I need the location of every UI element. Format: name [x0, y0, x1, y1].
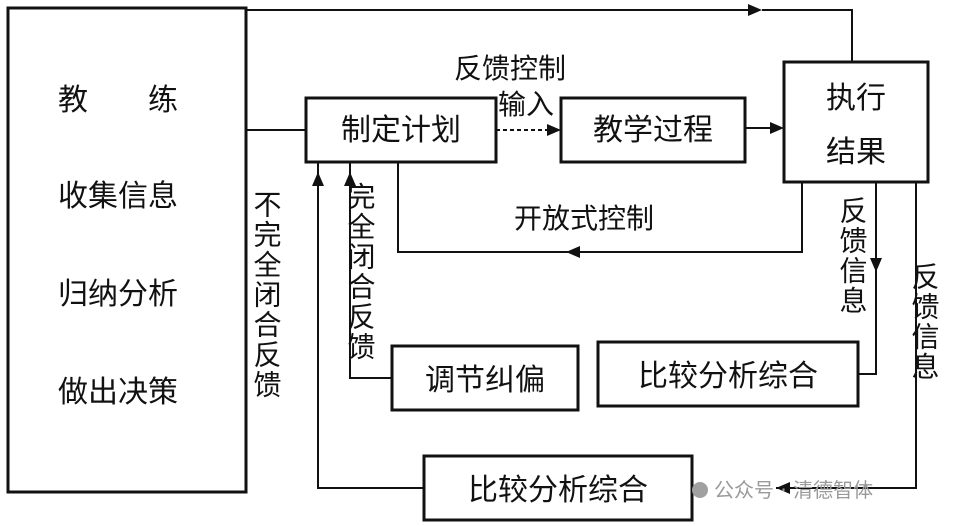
coach-label: 教 练	[58, 83, 178, 118]
process-to-result-arrow	[770, 122, 784, 134]
coach-step-collect: 收集信息	[58, 179, 178, 214]
connectors	[127, 4, 917, 494]
outer-feedback-info-label: 反馈信息	[908, 262, 941, 382]
inner-feedback-line	[858, 182, 877, 375]
incomplete-closed-label: 不完全闭合反馈	[250, 190, 283, 400]
compare-outer-box	[422, 454, 694, 522]
open-control-loop	[397, 162, 803, 253]
incomplete-closed-loop	[317, 162, 424, 489]
inner-feedback-arrow	[870, 258, 882, 272]
inner-feedback-info-label: 反馈信息	[836, 196, 869, 316]
coach-step-decide: 做出决策	[58, 375, 178, 410]
adjust-label: 调节纠偏	[425, 363, 545, 398]
feedback-control-label: 反馈控制	[454, 52, 566, 85]
full-closed-loop	[349, 162, 392, 379]
plan-to-process-arrow	[547, 124, 561, 136]
full-closed-label: 完全闭合反馈	[344, 182, 377, 362]
input-label: 输入	[498, 88, 554, 121]
top-right-drop	[762, 9, 853, 62]
incomplete-closed-arrow	[312, 172, 324, 186]
open-control-arrow	[566, 246, 580, 258]
coach-step-analyze: 归纳分析	[58, 277, 178, 312]
full-closed-arrow	[344, 172, 356, 186]
outer-feedback-line	[776, 182, 917, 489]
outer-feedback-arrow	[776, 482, 790, 494]
coach-box	[6, 6, 248, 494]
open-control-label: 开放式控制	[514, 202, 654, 235]
process-label: 教学过程	[593, 113, 713, 148]
watermark-icon	[692, 482, 708, 498]
process-box	[559, 96, 747, 164]
result-box	[782, 60, 930, 184]
plan-label: 制定计划	[341, 113, 461, 148]
compare-inner-box	[596, 340, 860, 408]
compare-inner-label: 比较分析综合	[638, 359, 818, 394]
watermark-text: 公众号 · 清德智体	[714, 478, 873, 502]
adjust-box	[390, 344, 580, 412]
result-label-bottom: 结果	[826, 135, 886, 170]
top-arrow	[748, 4, 762, 16]
plan-box	[304, 96, 498, 164]
result-label-top: 执行	[826, 81, 886, 116]
compare-outer-label: 比较分析综合	[468, 473, 648, 508]
